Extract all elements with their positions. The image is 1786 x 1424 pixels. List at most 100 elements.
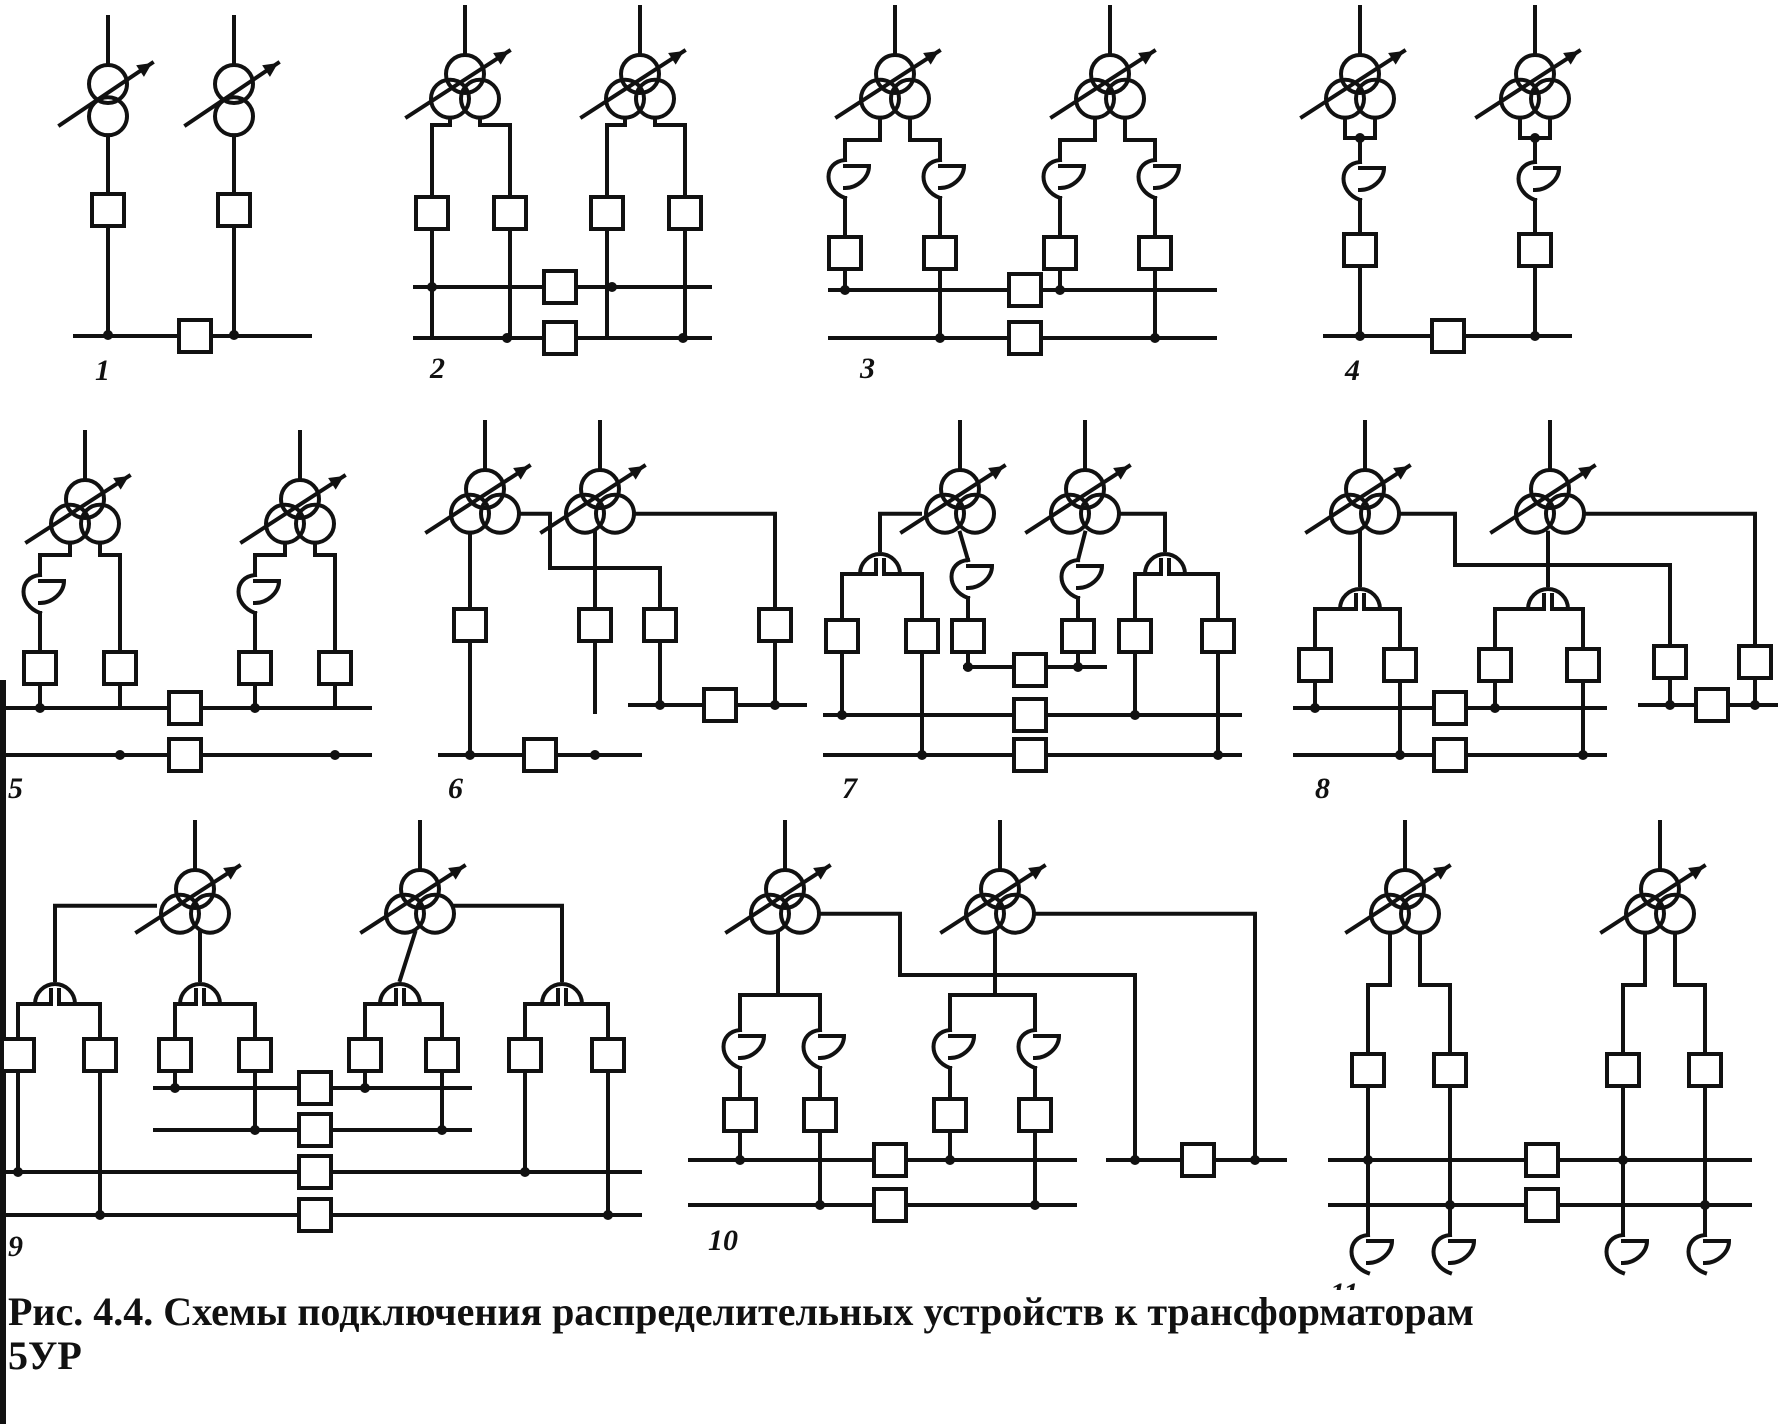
- wire: [1032, 911, 1257, 1162]
- junction-dot: [360, 1083, 370, 1093]
- scheme-1: 1: [57, 15, 312, 387]
- breaker-icon: [1060, 618, 1096, 654]
- breaker-icon: [0, 1037, 36, 1073]
- winding-lv1: [964, 892, 1006, 935]
- winding-lv2: [954, 492, 996, 535]
- junction-dot: [1130, 1155, 1140, 1165]
- reactor-icon: [965, 564, 995, 591]
- winding-hv: [874, 53, 916, 95]
- junction-dot: [840, 285, 850, 295]
- reactor-icon: [931, 1027, 953, 1071]
- breaker-icon: [452, 607, 488, 643]
- reactor-icon: [947, 1034, 977, 1061]
- wire: [253, 540, 287, 577]
- reactor-icon: [721, 1027, 743, 1071]
- breaker-icon: [1477, 647, 1513, 683]
- junction-dot: [837, 710, 847, 720]
- arrow-head: [448, 866, 464, 880]
- junction-dot: [250, 703, 260, 713]
- breaker-icon: [802, 1097, 838, 1133]
- wire: [817, 911, 1137, 1162]
- winding-hv: [174, 868, 216, 910]
- junction-dot: [1150, 333, 1160, 343]
- wire: [1621, 930, 1647, 1237]
- regulation-arrow: [24, 473, 132, 545]
- wire: [1123, 115, 1157, 162]
- breaker-icon: [589, 195, 625, 231]
- wire: [1117, 511, 1167, 552]
- reactor-icon: [1349, 1232, 1371, 1276]
- breaker-icon: [317, 650, 353, 686]
- arrow-head: [1393, 466, 1409, 480]
- junction-dot: [115, 750, 125, 760]
- arrow-head: [1388, 51, 1404, 65]
- winding-lv1: [564, 492, 606, 535]
- winding-lv2: [414, 892, 456, 935]
- scheme-10: 10: [688, 820, 1287, 1257]
- reactor-icon: [921, 157, 943, 201]
- junction-dot: [770, 700, 780, 710]
- junction-dot: [1395, 750, 1405, 760]
- scheme-2: 2: [404, 5, 712, 385]
- wire: [38, 540, 72, 577]
- regulation-arrow: [424, 463, 532, 535]
- breaker-icon: [1117, 618, 1153, 654]
- scheme-number-2: 2: [429, 352, 445, 385]
- arrow-head: [493, 51, 509, 65]
- wire: [1418, 930, 1452, 1237]
- junction-dot: [1213, 750, 1223, 760]
- wire: [98, 540, 122, 710]
- breaker-icon: [297, 1197, 333, 1233]
- breaker-icon: [347, 1037, 383, 1073]
- reactor-icon: [949, 557, 971, 601]
- regulation-arrow: [834, 48, 942, 120]
- breaker-icon: [1524, 1142, 1560, 1178]
- breaker-icon: [1350, 1052, 1386, 1088]
- arrow-head: [1113, 466, 1129, 480]
- winding-lv1: [1049, 492, 1091, 535]
- breaker-icon: [507, 1037, 543, 1073]
- breaker-icon: [414, 195, 450, 231]
- breaker-icon: [82, 1037, 118, 1073]
- breaker-icon: [1565, 647, 1601, 683]
- breaker-icon: [22, 650, 58, 686]
- breaker-icon: [1007, 320, 1043, 356]
- wire: [53, 903, 157, 982]
- breaker-icon: [1297, 647, 1333, 683]
- reactor-icon: [1016, 1027, 1038, 1071]
- breaker-icon: [1180, 1142, 1216, 1178]
- breaker-icon: [904, 618, 940, 654]
- breaker-icon: [1694, 687, 1730, 723]
- winding-hv: [979, 868, 1021, 910]
- wire: [908, 115, 942, 162]
- caption-line-1: Рис. 4.4. Схемы подключения распределите…: [8, 1289, 1474, 1334]
- winding-lv1: [159, 892, 201, 935]
- regulation-arrow: [134, 863, 242, 935]
- reactor-icon: [842, 164, 872, 191]
- breaker-icon: [167, 690, 203, 726]
- scheme-9: 9: [0, 820, 642, 1263]
- breaker-icon: [177, 318, 213, 354]
- breaker-icon: [90, 192, 126, 228]
- breaker-icon: [1605, 1052, 1641, 1088]
- split-reactor-icon: [539, 982, 585, 1007]
- junction-dot: [250, 1125, 260, 1135]
- regulation-arrow: [404, 48, 512, 120]
- breaker-icon: [872, 1187, 908, 1223]
- junction-dot: [95, 1210, 105, 1220]
- split-reactor-icon: [1142, 552, 1188, 577]
- wire: [1566, 607, 1585, 667]
- breaker-icon: [157, 1037, 193, 1073]
- winding-hv: [399, 868, 441, 910]
- caption-line-2: 5УР: [8, 1333, 82, 1378]
- arrow-head: [1578, 466, 1594, 480]
- breaker-icon: [1200, 618, 1236, 654]
- scheme-number-7: 7: [842, 772, 858, 805]
- breaker-icon: [424, 1037, 460, 1073]
- scheme-number-4: 4: [1344, 354, 1360, 387]
- reactor-icon: [1136, 157, 1158, 201]
- winding-hv: [64, 478, 106, 520]
- breaker-icon: [1017, 1097, 1053, 1133]
- reactor-icon: [826, 157, 848, 201]
- arrow-head: [113, 476, 129, 490]
